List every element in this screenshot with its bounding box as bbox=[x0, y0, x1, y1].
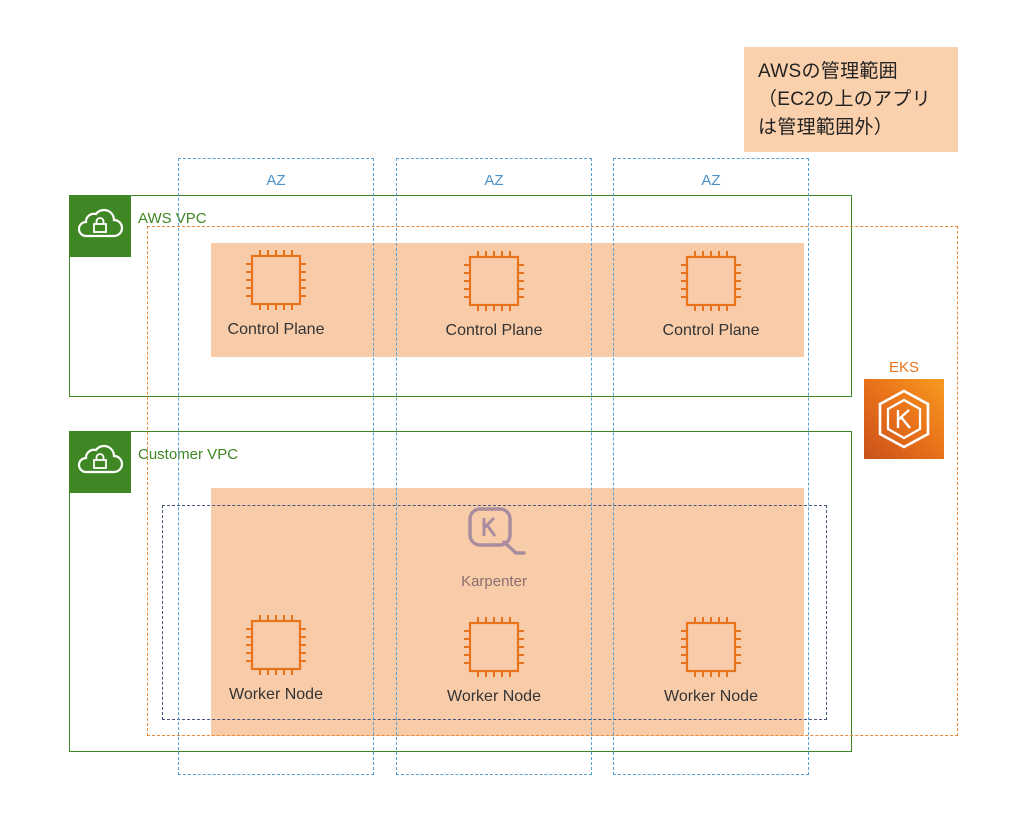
control-plane-label: Control Plane bbox=[227, 321, 325, 338]
aws-vpc-group: AWS VPC bbox=[69, 195, 852, 397]
az-label: AZ bbox=[701, 172, 721, 189]
eks-label: EKS bbox=[888, 359, 919, 376]
ec2-chip-icon bbox=[681, 251, 741, 311]
karpenter-label: Karpenter bbox=[461, 573, 527, 590]
worker-node-band bbox=[211, 488, 804, 736]
control-plane-node-3: Control Plane bbox=[636, 250, 786, 340]
worker-node-label: Worker Node bbox=[229, 686, 323, 703]
management-scope-note: AWSの管理範囲 （EC2の上のアプリ は管理範囲外） bbox=[744, 47, 958, 152]
vpc-cloud-lock-icon bbox=[70, 196, 131, 257]
ec2-chip-icon bbox=[464, 251, 524, 311]
control-plane-band bbox=[211, 243, 804, 357]
node-group-box bbox=[162, 505, 827, 720]
worker-node-2: Worker Node bbox=[419, 616, 569, 706]
ec2-chip-icon bbox=[464, 617, 524, 677]
az-zone-2: AZ bbox=[396, 158, 592, 775]
control-plane-node-1: Control Plane bbox=[201, 249, 351, 339]
worker-node-3: Worker Node bbox=[636, 616, 786, 706]
worker-node-1: Worker Node bbox=[201, 614, 351, 704]
eks-managed-area bbox=[147, 226, 958, 736]
az-label: AZ bbox=[266, 172, 286, 189]
worker-node-label: Worker Node bbox=[447, 688, 541, 705]
ec2-chip-icon bbox=[246, 615, 306, 675]
note-line-2: （EC2の上のアプリ bbox=[758, 89, 931, 110]
ec2-chip-icon bbox=[246, 250, 306, 310]
az-zone-3: AZ bbox=[613, 158, 809, 775]
customer-vpc-label: Customer VPC bbox=[138, 446, 239, 463]
control-plane-node-2: Control Plane bbox=[419, 250, 569, 340]
ec2-chip-icon bbox=[681, 617, 741, 677]
note-line-1: AWSの管理範囲 bbox=[758, 61, 898, 82]
worker-node-label: Worker Node bbox=[664, 688, 758, 705]
control-plane-label: Control Plane bbox=[662, 322, 760, 339]
eks-icon bbox=[864, 379, 944, 459]
karpenter-icon bbox=[468, 507, 526, 555]
note-line-3: は管理範囲外） bbox=[758, 117, 894, 138]
customer-vpc-group: Customer VPC bbox=[69, 431, 852, 752]
vpc-cloud-lock-icon bbox=[70, 432, 131, 493]
control-plane-label: Control Plane bbox=[445, 322, 543, 339]
aws-vpc-label: AWS VPC bbox=[138, 210, 207, 227]
az-label: AZ bbox=[484, 172, 504, 189]
az-zone-1: AZ bbox=[178, 158, 374, 775]
